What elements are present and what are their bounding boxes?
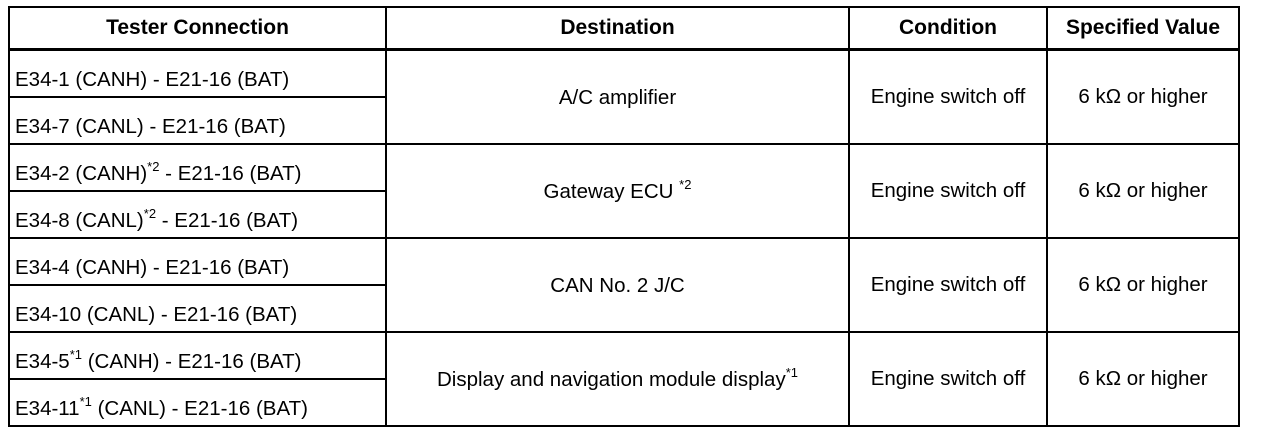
tester-connection-cell: E34-5*1 (CANH) - E21-16 (BAT) xyxy=(8,331,387,380)
condition-cell: Engine switch off xyxy=(848,48,1048,145)
destination-label: Display and navigation module display xyxy=(436,367,786,391)
footnote-mark: *1 xyxy=(79,394,92,410)
pin-label: E34-4 xyxy=(15,256,70,279)
destination-label: A/C amplifier xyxy=(558,85,677,109)
condition-cell: Engine switch off xyxy=(848,331,1048,427)
tester-connection-cell: E34-1 (CANH) - E21-16 (BAT) xyxy=(8,48,387,98)
spec-table-container: Tester Connection Destination Condition … xyxy=(8,6,1240,427)
tester-connection-table: Tester Connection Destination Condition … xyxy=(8,6,1240,427)
destination-label: CAN No. 2 J/C xyxy=(550,273,685,297)
signal-label: (CANH) xyxy=(75,68,148,91)
pin-label: E34-11 xyxy=(15,397,80,420)
pin-label: E34-10 xyxy=(15,303,82,326)
ground-label: - E21-16 (BAT) xyxy=(152,68,290,91)
condition-cell: Engine switch off xyxy=(848,237,1048,333)
specified-value-cell: 6 kΩ or higher xyxy=(1046,237,1240,333)
destination-label: Gateway ECU xyxy=(543,179,674,203)
table-row: E34-10 (CANL) - E21-16 (BAT) xyxy=(8,284,1239,333)
footnote-mark: *2 xyxy=(143,206,157,222)
tester-connection-cell: E34-8 (CANL)*2 - E21-16 (BAT) xyxy=(8,190,387,239)
ground-label: - E21-16 (BAT) xyxy=(161,209,299,232)
signal-label: (CANH) xyxy=(87,350,160,373)
header-specified-value: Specified Value xyxy=(1046,6,1240,51)
header-row: Tester Connection Destination Condition … xyxy=(8,6,1240,51)
pin-label: E34-2 xyxy=(15,162,70,185)
tester-connection-cell: E34-2 (CANH)*2 - E21-16 (BAT) xyxy=(8,143,387,192)
destination-cell: CAN No. 2 J/C xyxy=(385,237,850,333)
header-condition: Condition xyxy=(848,6,1048,51)
tester-connection-cell: E34-7 (CANL) - E21-16 (BAT) xyxy=(8,96,387,145)
table-row: E34-1 (CANH) - E21-16 (BAT) A/C amplifie… xyxy=(8,48,1240,145)
destination-cell: Display and navigation module display*1 xyxy=(385,331,850,427)
ground-label: - E21-16 (BAT) xyxy=(149,115,286,138)
table-row: E34-2 (CANH)*2 - E21-16 (BAT) Gateway EC… xyxy=(8,143,1240,239)
header-destination: Destination xyxy=(385,6,850,51)
specified-value-cell: 6 kΩ or higher xyxy=(1046,331,1240,427)
specified-value-cell: 6 kΩ or higher xyxy=(1046,48,1240,145)
table-row: E34-8 (CANL)*2 - E21-16 (BAT) xyxy=(8,190,1239,239)
condition-cell: Engine switch off xyxy=(848,143,1048,239)
pin-label: E34-5 xyxy=(15,350,70,373)
signal-label: (CANH) xyxy=(75,162,148,185)
footnote-mark: *2 xyxy=(679,177,692,193)
table-row: E34-5*1 (CANH) - E21-16 (BAT) Display an… xyxy=(8,331,1240,427)
ground-label: - E21-16 (BAT) xyxy=(152,256,290,279)
specified-value-cell: 6 kΩ or higher xyxy=(1046,143,1240,239)
signal-label: (CANL) xyxy=(75,115,144,138)
ground-label: - E21-16 (BAT) xyxy=(165,350,302,373)
pin-label: E34-1 xyxy=(15,68,70,91)
tester-connection-cell: E34-10 (CANL) - E21-16 (BAT) xyxy=(8,284,387,333)
tester-connection-cell: E34-11*1 (CANL) - E21-16 (BAT) xyxy=(8,378,387,427)
header-tester-connection: Tester Connection xyxy=(8,6,387,51)
ground-label: - E21-16 (BAT) xyxy=(171,397,308,420)
signal-label: (CANH) xyxy=(75,256,148,279)
footnote-mark: *2 xyxy=(147,159,160,175)
pin-label: E34-7 xyxy=(15,115,70,138)
signal-label: (CANL) xyxy=(75,209,144,232)
pin-label: E34-8 xyxy=(15,209,70,232)
ground-label: - E21-16 (BAT) xyxy=(160,303,298,326)
table-row: E34-4 (CANH) - E21-16 (BAT) CAN No. 2 J/… xyxy=(8,237,1240,333)
destination-cell: A/C amplifier xyxy=(385,48,850,145)
footnote-mark: *1 xyxy=(69,347,83,363)
ground-label: - E21-16 (BAT) xyxy=(165,162,302,185)
signal-label: (CANL) xyxy=(97,397,166,420)
tester-connection-cell: E34-4 (CANH) - E21-16 (BAT) xyxy=(8,237,387,286)
signal-label: (CANL) xyxy=(86,303,156,326)
destination-cell: Gateway ECU *2 xyxy=(385,143,850,239)
footnote-mark: *1 xyxy=(785,365,798,381)
table-row: E34-7 (CANL) - E21-16 (BAT) xyxy=(8,96,1239,145)
